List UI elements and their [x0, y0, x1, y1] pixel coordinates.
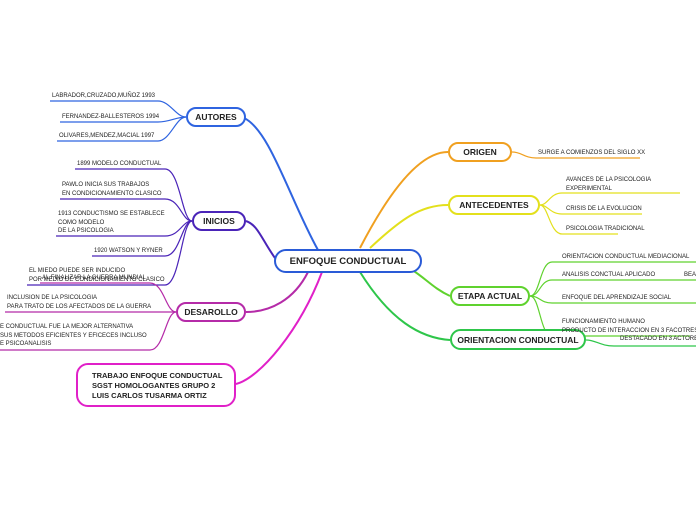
branch-antecedentes-label: ANTECEDENTES — [459, 200, 529, 210]
leaf-origen-1: SURGE A COMIENZOS DEL SIGLO XX — [538, 150, 646, 156]
leaf-antecedentes-1: AVANCES DE LA PSICOLOGIA EXPERIMENTAL — [566, 177, 652, 192]
leaf-desarollo-2: INCLUSION DE LA PSICOLOGIA PARA TRATO DE… — [7, 295, 152, 310]
branch-etapa-label: ETAPA ACTUAL — [457, 291, 523, 301]
leaf-autores-1: LABRADOR,CRUZADO,MUÑOZ 1993 — [52, 93, 156, 99]
connector-inicios — [245, 220, 276, 259]
center-node[interactable]: ENFOQUE CONDUCTUAL — [274, 249, 422, 273]
leaf-autores-2: FERNANDEZ-BALLESTEROS 1994 — [62, 114, 160, 120]
branch-autores-label: AUTORES — [195, 112, 237, 122]
leaf-orientacion-1: DESTACADO EN 3 ACTORES — [620, 336, 696, 342]
connector-autores — [243, 117, 319, 251]
branch-orientacion-label: ORIENTACION CONDUCTUAL — [457, 334, 579, 345]
branch-autores[interactable]: AUTORES — [186, 107, 246, 127]
leaf-inicios-4: 1920 WATSON Y RYNER — [94, 248, 163, 254]
leaf-desarollo-3: E CONDUCTUAL FUE LA MEJOR ALTERNATIVA SU… — [0, 324, 147, 347]
connector-orientacion — [359, 271, 451, 341]
leaf-etapa-3: ENFOQUE DEL APRENDIZAJE SOCIAL — [562, 295, 672, 301]
leaf-desarollo-1: AL FINALIZAR LA GUERRA MUNDIAL — [42, 275, 146, 281]
leaf-inicios-2: PAWLO INICIA SUS TRABAJOS EN CONDICIONAM… — [62, 182, 162, 197]
center-label: ENFOQUE CONDUCTUAL — [289, 255, 407, 267]
branch-etapa[interactable]: ETAPA ACTUAL — [450, 286, 530, 306]
connector-credit — [235, 271, 323, 385]
connector-desarollo — [245, 271, 309, 313]
leaf-autores-3: OLIVARES,MENDEZ,MACIAL 1997 — [59, 133, 155, 139]
leaf-etapa-1: ORIENTACION CONDUCTUAL MEDIACIONAL — [562, 254, 690, 260]
connector-antecedentes — [369, 204, 449, 249]
leaf-antecedentes-2: CRISIS DE LA EVOLUCION — [566, 206, 642, 212]
credit-node[interactable]: TRABAJO ENFOQUE CONDUCTUAL SGST HOMOLOGA… — [76, 363, 236, 407]
credit-text: TRABAJO ENFOQUE CONDUCTUAL SGST HOMOLOGA… — [92, 371, 223, 400]
leaf-inicios-3: 1913 CONDUCTISMO SE ESTABLECE COMO MODEL… — [58, 211, 165, 234]
branch-origen-label: ORIGEN — [463, 147, 497, 157]
leaf-inicios-1: 1899 MODELO CONDUCTUAL — [77, 161, 162, 167]
branch-desarollo-label: DESAROLLO — [184, 307, 238, 317]
branch-origen[interactable]: ORIGEN — [448, 142, 512, 162]
connector-origen — [359, 151, 449, 249]
branch-desarollo[interactable]: DESAROLLO — [176, 302, 246, 322]
branch-inicios-label: INICIOS — [203, 216, 235, 226]
branch-orientacion[interactable]: ORIENTACION CONDUCTUAL — [450, 329, 586, 350]
leaf-etapa-extra: BEA — [684, 272, 696, 278]
branch-antecedentes[interactable]: ANTECEDENTES — [448, 195, 540, 215]
leaf-inicios-5: EL MIEDO PUEDE SER INDUCIDO POR MEDIO DE… — [29, 268, 165, 283]
leaf-etapa-4: FUNCIONAMIENTO HUMANO PRODUCTO DE INTERA… — [562, 319, 696, 334]
leaf-etapa-2: ANALISIS CONCTUAL APLICADO — [562, 272, 656, 278]
branch-inicios[interactable]: INICIOS — [192, 211, 246, 231]
leaf-antecedentes-3: PSICOLOGIA TRADICIONAL — [566, 226, 645, 232]
